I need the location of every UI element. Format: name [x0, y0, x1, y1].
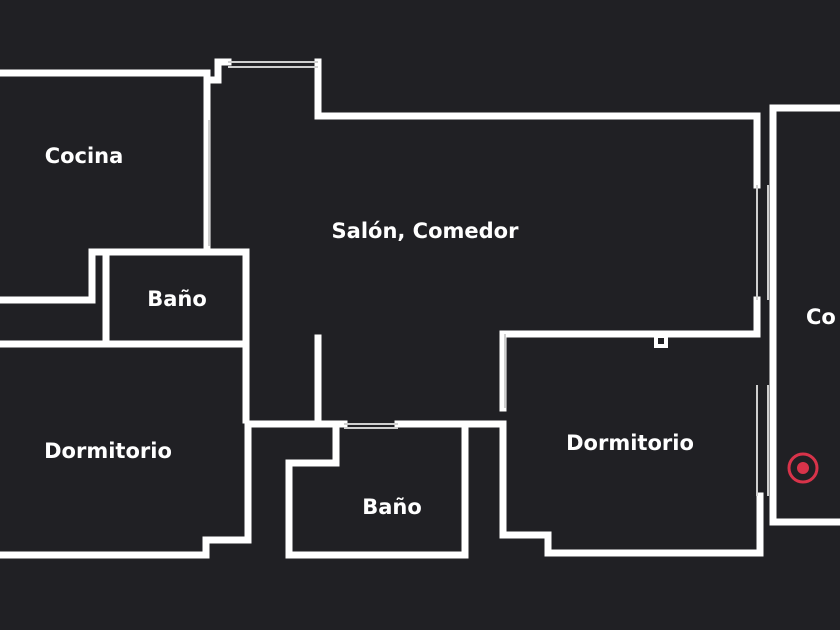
wall-salon-top [314, 58, 761, 189]
room-label-dormitorio-1: Dormitorio [44, 439, 172, 463]
wall-kitchen-top [0, 58, 232, 84]
room-label-bano-1: Baño [147, 287, 207, 311]
wall-right-corridor [769, 104, 840, 526]
wall-dormitorio-1 [0, 420, 348, 559]
windows [208, 61, 769, 496]
room-label-partial-right: Co [806, 305, 836, 329]
location-target-icon[interactable] [787, 452, 819, 484]
column-block-inner [658, 338, 664, 344]
room-label-dormitorio-2: Dormitorio [566, 431, 694, 455]
walls [0, 58, 840, 559]
room-label-salon-comedor: Salón, Comedor [331, 219, 519, 243]
wall-dormitorio-2 [461, 420, 764, 557]
wall-bano-2 [285, 420, 469, 559]
room-label-cocina: Cocina [44, 144, 124, 168]
wall-dormitorio-2-top [499, 330, 761, 412]
wall-kitchen-bottom [0, 248, 250, 304]
room-label-bano-2: Baño [362, 495, 422, 519]
